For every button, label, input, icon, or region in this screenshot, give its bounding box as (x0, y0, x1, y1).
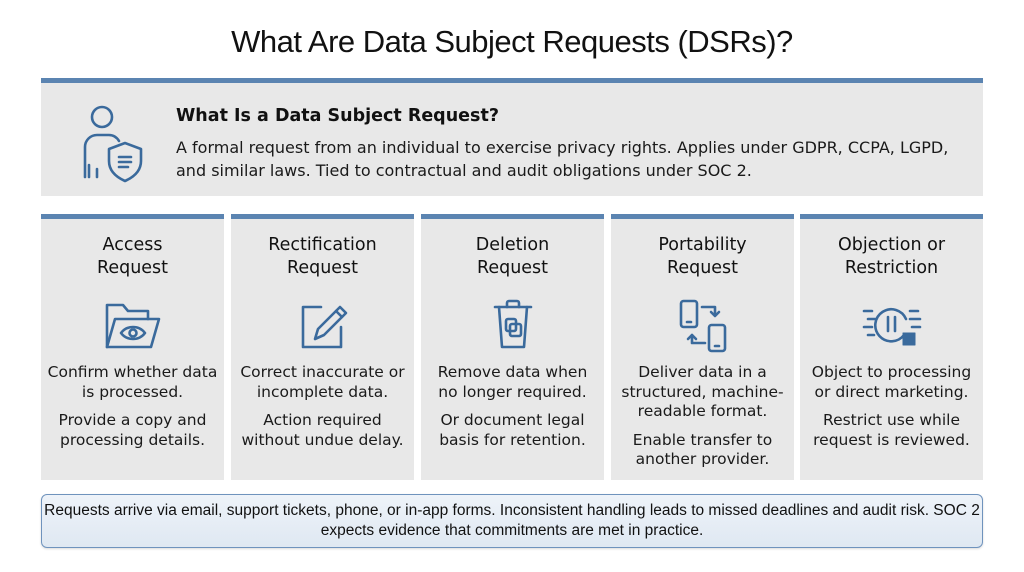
card-desc-secondary: Restrict use while request is reviewed. (813, 411, 970, 449)
card-title-line: Restriction (844, 258, 939, 278)
card-desc-primary: Confirm whether data is processed. (47, 363, 218, 401)
card-title-line: Deletion (475, 235, 550, 255)
card-description: Object to processing or direct marketing… (806, 363, 977, 459)
intro-heading: What Is a Data Subject Request? (176, 106, 499, 126)
card-desc-primary: Object to processing or direct marketing… (811, 363, 972, 401)
card-title-line: Access (102, 235, 163, 255)
device-transfer-icon (679, 299, 726, 353)
card-portability-request: Portability Request Deliver data in a st… (611, 214, 794, 480)
card-description: Correct inaccurate or incomplete data. A… (237, 363, 408, 459)
card-desc-secondary: Enable transfer to another provider. (632, 430, 773, 469)
card-desc-primary: Correct inaccurate or incomplete data. (240, 363, 405, 401)
card-desc-primary: Remove data when no longer required. (437, 363, 588, 401)
card-desc-secondary: Provide a copy and processing details. (58, 411, 207, 449)
card-access-request: Access Request Confirm whether data is p… (41, 214, 224, 480)
card-title: Portability Request (611, 234, 794, 280)
edit-pencil-icon (301, 305, 347, 349)
card-deletion-request: Deletion Request Remove data when no lon… (421, 214, 604, 480)
card-title-line: Portability (658, 235, 747, 255)
intro-body: A formal request from an individual to e… (176, 138, 949, 180)
request-types: Access Request Confirm whether data is p… (41, 214, 983, 480)
intro-panel: What Is a Data Subject Request? A formal… (41, 78, 983, 196)
card-description: Deliver data in a structured, machine-re… (617, 363, 788, 479)
card-rectification-request: Rectification Request Correct inaccurate… (231, 214, 414, 480)
card-desc-primary: Deliver data in a structured, machine-re… (621, 363, 784, 420)
card-title: Rectification Request (231, 234, 414, 280)
card-title-line: Rectification (268, 235, 377, 255)
card-title-line: Request (476, 258, 549, 278)
card-description: Confirm whether data is processed. Provi… (47, 363, 218, 459)
card-title-line: Request (96, 258, 169, 278)
card-title-line: Request (286, 258, 359, 278)
card-title-line: Objection or (837, 235, 946, 255)
pause-stop-icon (862, 308, 921, 346)
person-shield-icon (83, 105, 143, 183)
page-title: What Are Data Subject Requests (DSRs)? (231, 24, 793, 59)
footer-callout: Requests arrive via email, support ticke… (41, 494, 983, 548)
card-title: Deletion Request (421, 234, 604, 280)
card-title: Objection or Restriction (800, 234, 983, 280)
card-description: Remove data when no longer required. Or … (427, 363, 598, 459)
card-desc-secondary: Action required without undue delay. (241, 411, 404, 449)
card-title-line: Request (666, 258, 739, 278)
folder-eye-icon (105, 303, 160, 349)
trash-icon (493, 299, 532, 349)
card-objection-restriction: Objection or Restriction Object to proce… (800, 214, 983, 480)
card-title: Access Request (41, 234, 224, 280)
card-desc-secondary: Or document legal basis for retention. (439, 411, 586, 449)
